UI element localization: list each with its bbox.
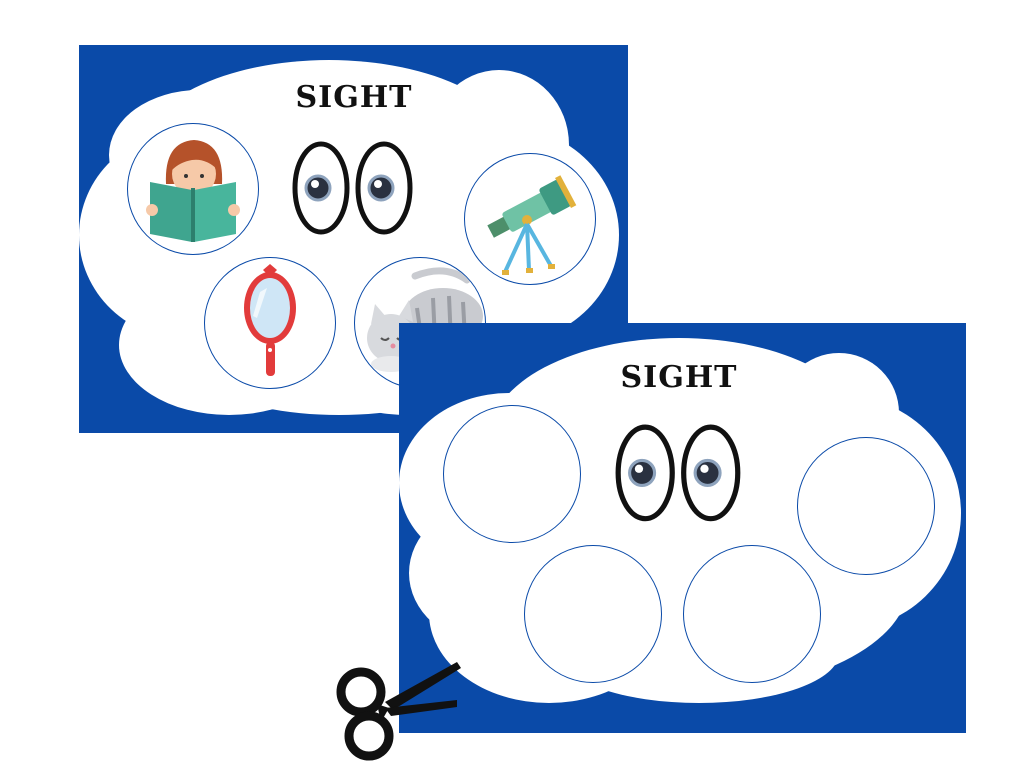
empty-slot-2[interactable] xyxy=(797,437,935,575)
empty-slot-3[interactable] xyxy=(524,545,662,683)
blank-card: SIGHT xyxy=(399,323,966,733)
picture-slot-1[interactable] xyxy=(127,123,259,255)
empty-slot-4[interactable] xyxy=(683,545,821,683)
empty-slot-1[interactable] xyxy=(443,405,581,543)
card-title: SIGHT xyxy=(295,80,413,115)
girl-reading-book-icon xyxy=(146,140,240,242)
hand-mirror-icon xyxy=(244,264,296,376)
telescope-icon xyxy=(487,175,577,275)
picture-slot-2[interactable] xyxy=(464,153,596,285)
googly-eyes-icon xyxy=(292,141,413,235)
scissors-icon xyxy=(336,662,461,761)
card-title: SIGHT xyxy=(620,360,738,395)
picture-slot-3[interactable] xyxy=(204,257,336,389)
googly-eyes-icon xyxy=(615,424,741,522)
example-card: SIGHT xyxy=(79,45,628,433)
